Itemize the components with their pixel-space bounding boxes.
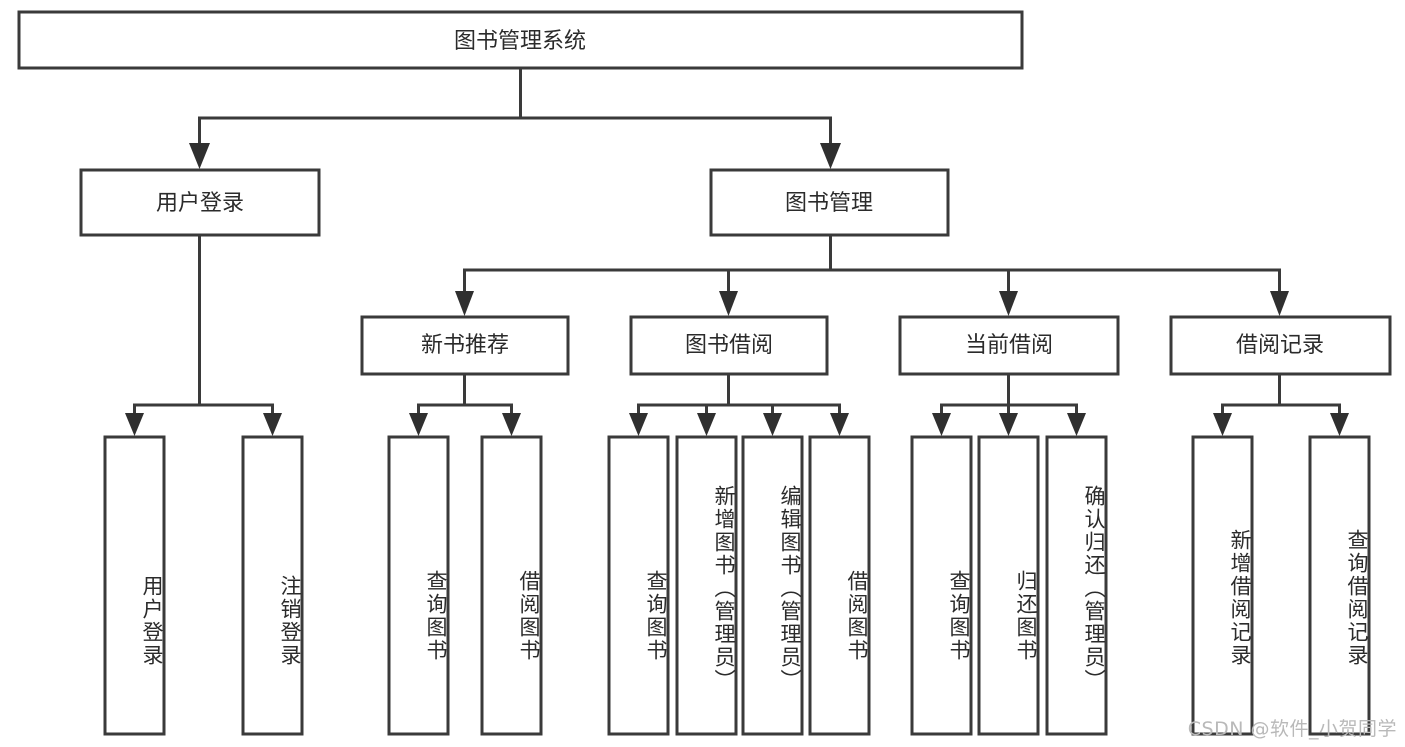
connector-group-new-book: [417, 372, 513, 418]
leaf-node-current-borrow-2[interactable]: [977, 435, 1040, 736]
leaf-node-book-borrow-3[interactable]: [741, 435, 804, 736]
leaf-node-user-login-1[interactable]: [103, 435, 166, 736]
node-new-book-recommend-label: 新书推荐: [421, 333, 509, 358]
leaf-node-book-borrow-4[interactable]: [808, 435, 871, 736]
node-current-borrow[interactable]: 当前借阅: [898, 315, 1120, 376]
node-borrow-records-label: 借阅记录: [1236, 333, 1324, 358]
leaf-node-book-borrow-1[interactable]: [607, 435, 670, 736]
node-user-login-label: 用户登录: [156, 191, 244, 216]
connector-group-root: [198, 66, 832, 148]
connector-group-book-borrow: [637, 372, 841, 418]
leaf-node-borrow-records-2[interactable]: [1308, 435, 1371, 736]
connector-group-current-borrow: [940, 372, 1078, 418]
node-root[interactable]: 图书管理系统: [17, 10, 1024, 70]
leaf-node-user-login-2[interactable]: [241, 435, 304, 736]
node-user-login[interactable]: 用户登录: [79, 168, 321, 237]
node-book-manage-label: 图书管理: [785, 191, 873, 216]
leaf-node-new-book-1[interactable]: [387, 435, 450, 736]
node-current-borrow-label: 当前借阅: [965, 333, 1053, 358]
arrowhead-current-borrow-leaves: [932, 413, 1086, 436]
csdn-watermark: CSDN @软件_小贺同学: [1187, 718, 1397, 740]
node-book-manage[interactable]: 图书管理: [709, 168, 950, 237]
arrowhead-level3: [455, 291, 1289, 316]
arrowhead-new-book-leaves: [409, 413, 521, 436]
connector-group-user-login: [133, 233, 274, 418]
node-book-borrow[interactable]: 图书借阅: [629, 315, 829, 376]
arrowhead-user-login-leaves: [125, 413, 282, 436]
arrowhead-book-borrow-leaves: [629, 413, 849, 436]
node-root-label: 图书管理系统: [454, 29, 586, 54]
leaf-node-current-borrow-1[interactable]: [910, 435, 973, 736]
connector-group-borrow-records: [1221, 372, 1341, 418]
node-book-borrow-label: 图书借阅: [685, 333, 773, 358]
leaf-node-current-borrow-3[interactable]: [1045, 435, 1108, 736]
connector-group-book-manage: [463, 232, 1281, 295]
node-borrow-records[interactable]: 借阅记录: [1169, 315, 1392, 376]
arrowhead-root-children: [189, 143, 841, 169]
arrowhead-borrow-records-leaves: [1213, 413, 1349, 436]
leaf-node-new-book-2[interactable]: [480, 435, 543, 736]
leaf-node-borrow-records-1[interactable]: [1191, 435, 1254, 736]
node-new-book-recommend[interactable]: 新书推荐: [360, 315, 570, 376]
leaf-node-book-borrow-2[interactable]: [675, 435, 738, 736]
leaf-box-group: [103, 435, 1371, 736]
